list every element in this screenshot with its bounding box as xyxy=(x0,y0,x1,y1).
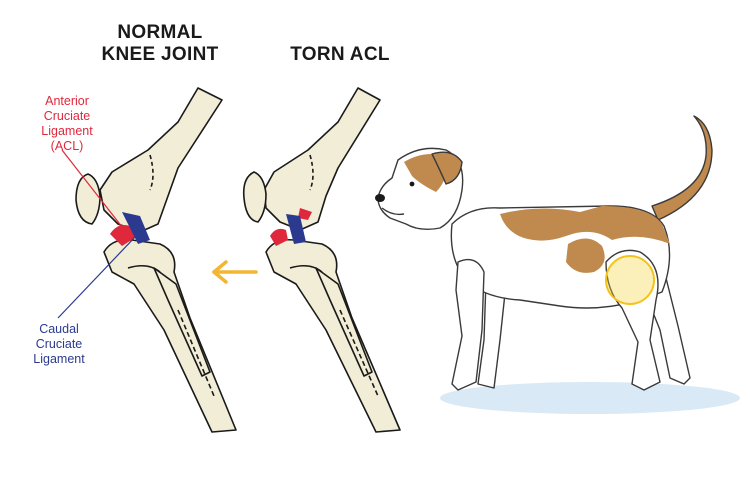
acl-pointer-line xyxy=(61,149,127,233)
normal-knee-illustration xyxy=(75,87,237,433)
normal-patella xyxy=(75,173,101,225)
dog-illustration xyxy=(375,115,740,414)
torn-knee-illustration xyxy=(242,87,401,433)
torn-caudal-band xyxy=(286,214,306,244)
normal-title-line-1: NORMAL xyxy=(117,22,203,43)
normal-knee-title: NORMAL KNEE JOINT xyxy=(70,22,250,66)
acl-label-line-4: (ACL) xyxy=(50,139,84,153)
dog-hind-leg-near xyxy=(605,249,661,391)
dog-back-patch xyxy=(500,206,670,244)
torn-acl-fragment-lower xyxy=(270,228,288,246)
caudal-pointer-line xyxy=(57,235,137,319)
acl-label-line-1: Anterior xyxy=(45,94,89,108)
dog-nose xyxy=(375,194,385,202)
torn-title-text: TORN ACL xyxy=(290,44,390,65)
normal-femur xyxy=(99,87,223,233)
dog-side-patch xyxy=(566,238,605,273)
ground-shadow xyxy=(440,382,740,414)
torn-femur xyxy=(263,87,381,231)
normal-title-line-2: KNEE JOINT xyxy=(101,44,219,65)
dog-ear xyxy=(431,151,463,185)
normal-tibia xyxy=(103,238,237,433)
normal-acl-band xyxy=(110,225,138,246)
caudal-label: Caudal Cruciate Ligament xyxy=(22,322,96,367)
knee-highlight-circle xyxy=(605,255,655,305)
torn-acl-fragment-upper xyxy=(298,208,312,220)
dog-eye xyxy=(409,181,415,187)
caudal-label-line-3: Ligament xyxy=(33,352,85,366)
acl-label-line-3: Ligament xyxy=(41,124,93,138)
torn-acl-title: TORN ACL xyxy=(280,44,400,66)
torn-tibia xyxy=(265,238,401,433)
normal-caudal-band xyxy=(122,212,150,244)
acl-label: Anterior Cruciate Ligament (ACL) xyxy=(26,94,108,154)
transition-arrow xyxy=(212,260,258,284)
torn-patella xyxy=(242,171,267,223)
caudal-label-line-2: Cruciate xyxy=(35,337,83,351)
dog-tail xyxy=(651,115,713,221)
dog-front-leg-near xyxy=(451,258,485,391)
normal-fibula xyxy=(153,267,211,377)
caudal-label-line-1: Caudal xyxy=(39,322,79,336)
acl-label-line-2: Cruciate xyxy=(43,109,91,123)
